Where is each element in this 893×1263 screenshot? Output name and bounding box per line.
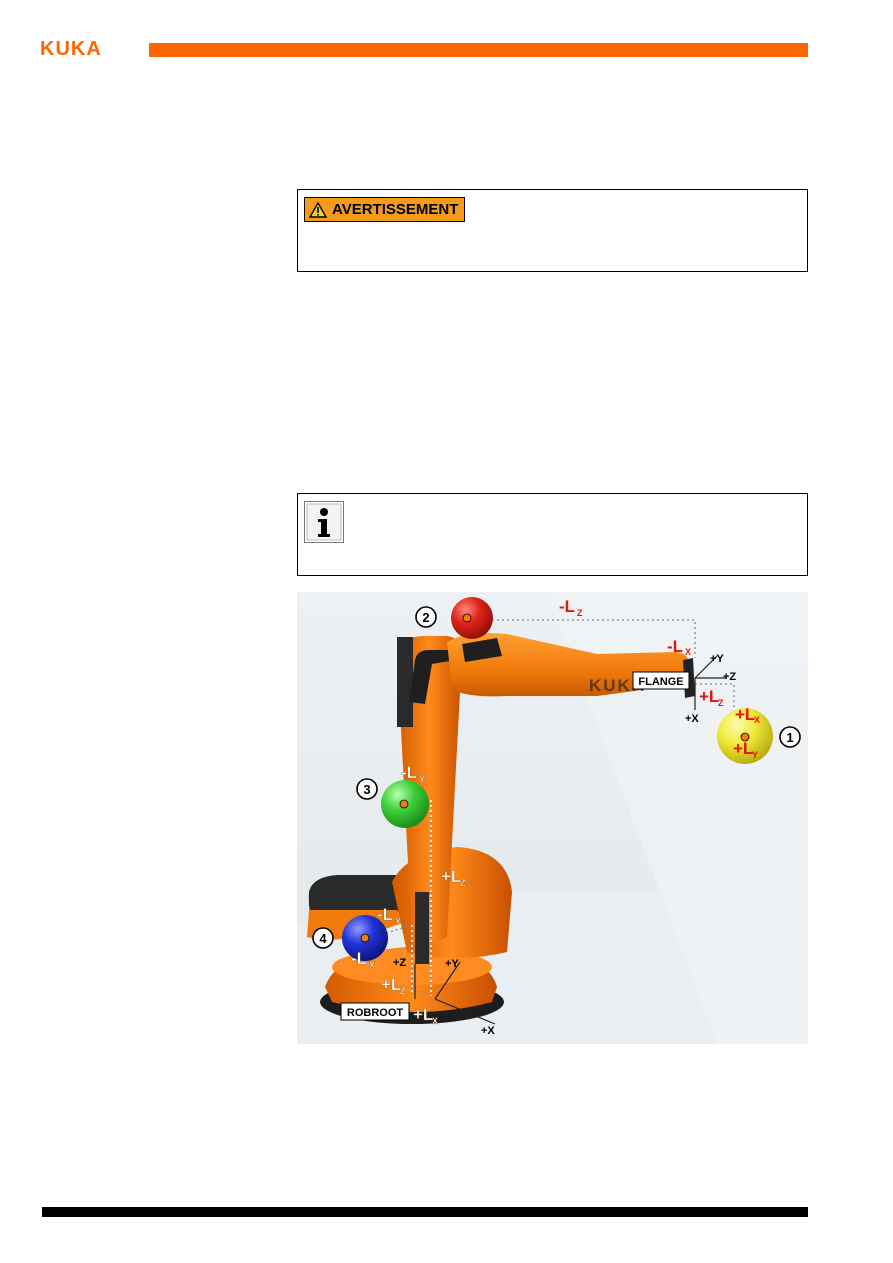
callout-2: 2 bbox=[415, 606, 437, 628]
svg-text:X: X bbox=[369, 960, 375, 970]
robroot-plus-y: +Y bbox=[445, 958, 459, 970]
callout-1: 1 bbox=[779, 726, 801, 748]
svg-text:FLANGE: FLANGE bbox=[638, 676, 683, 688]
svg-text:-L: -L bbox=[377, 905, 393, 924]
flange-plus-y: +Y bbox=[710, 653, 724, 665]
svg-text:-L: -L bbox=[401, 763, 417, 782]
flange-plus-x: +X bbox=[685, 713, 699, 725]
robroot-axes bbox=[414, 961, 496, 1025]
svg-text:X: X bbox=[685, 647, 691, 657]
svg-text:3: 3 bbox=[363, 782, 370, 797]
svg-text:+L: +L bbox=[735, 705, 755, 724]
kuka-logo: KUKA bbox=[40, 38, 102, 60]
warning-label-text: AVERTISSEMENT bbox=[332, 201, 459, 218]
info-box bbox=[297, 493, 808, 576]
header-bar bbox=[149, 43, 808, 57]
svg-text:+L: +L bbox=[381, 975, 401, 994]
robroot-plus-x: +X bbox=[481, 1025, 495, 1037]
base-dim-labels: -L Y +L Z -L Y -L X +L Z +L X bbox=[351, 763, 466, 1026]
flange-label: FLANGE bbox=[632, 671, 690, 690]
svg-text:1: 1 bbox=[786, 730, 793, 745]
tool-dim-labels: -L Z -L X +L Z +L X +L Y bbox=[559, 597, 760, 760]
svg-text:ROBROOT: ROBROOT bbox=[347, 1007, 404, 1019]
svg-text:Y: Y bbox=[419, 774, 425, 784]
callout-4: 4 bbox=[312, 927, 334, 949]
robroot-plus-z: +Z bbox=[393, 957, 406, 969]
svg-text:Y: Y bbox=[752, 750, 758, 760]
robot-illustration: KUKA bbox=[297, 592, 808, 1044]
svg-text:+L: +L bbox=[733, 739, 753, 758]
robot-body-logo: KUKA bbox=[589, 676, 646, 695]
flange-plus-z: +Z bbox=[723, 671, 736, 683]
svg-text:2: 2 bbox=[422, 610, 429, 625]
warning-box: AVERTISSEMENT bbox=[297, 189, 808, 272]
robot-figure: KUKA bbox=[297, 592, 808, 1044]
svg-text:+L: +L bbox=[441, 867, 461, 886]
callout-3: 3 bbox=[356, 778, 378, 800]
svg-text:Y: Y bbox=[395, 916, 401, 926]
robroot-label: ROBROOT bbox=[340, 1002, 410, 1021]
svg-text:4: 4 bbox=[319, 931, 327, 946]
svg-text:X: X bbox=[432, 1016, 438, 1026]
svg-text:-L: -L bbox=[351, 949, 367, 968]
warning-label: AVERTISSEMENT bbox=[304, 197, 465, 222]
svg-text:+L: +L bbox=[699, 687, 719, 706]
svg-text:-L: -L bbox=[559, 597, 575, 616]
svg-text:Z: Z bbox=[577, 608, 583, 618]
information-icon bbox=[304, 501, 344, 543]
footer-bar bbox=[42, 1207, 808, 1217]
svg-text:Z: Z bbox=[400, 986, 406, 996]
sphere-2 bbox=[451, 597, 493, 639]
svg-text:Z: Z bbox=[718, 698, 724, 708]
svg-text:Z: Z bbox=[460, 878, 466, 888]
svg-text:-L: -L bbox=[667, 637, 683, 656]
svg-text:+L: +L bbox=[413, 1005, 433, 1024]
warning-triangle-icon bbox=[309, 201, 327, 218]
svg-text:X: X bbox=[754, 715, 760, 725]
flange-axes bbox=[694, 655, 727, 710]
